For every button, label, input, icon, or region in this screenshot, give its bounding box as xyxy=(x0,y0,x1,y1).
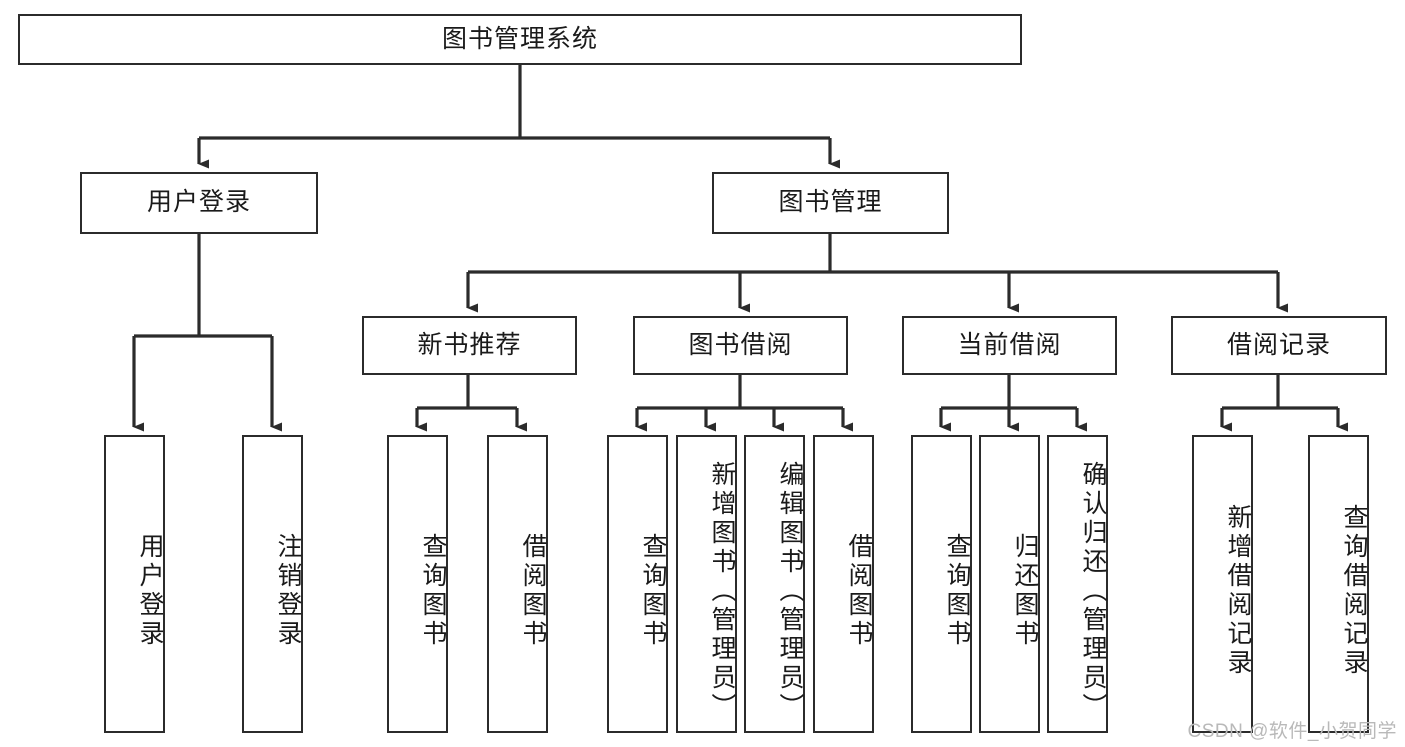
node-leaf-borrow-book-2[interactable]: 借阅图书 xyxy=(813,435,874,733)
node-user-login[interactable]: 用户登录 xyxy=(80,172,318,234)
node-leaf-add-record[interactable]: 新增借阅记录 xyxy=(1192,435,1253,733)
node-leaf-query-book-1[interactable]: 查询图书 xyxy=(387,435,448,733)
node-leaf-return-book[interactable]: 归还图书 xyxy=(979,435,1040,733)
node-leaf-edit-book[interactable]: 编辑图书（管理员） xyxy=(744,435,805,733)
node-leaf-borrow-book-1[interactable]: 借阅图书 xyxy=(487,435,548,733)
node-leaf-query-record[interactable]: 查询借阅记录 xyxy=(1308,435,1369,733)
node-book-borrow[interactable]: 图书借阅 xyxy=(633,316,848,375)
node-borrow-record[interactable]: 借阅记录 xyxy=(1171,316,1387,375)
node-leaf-confirm-return[interactable]: 确认归还（管理员） xyxy=(1047,435,1108,733)
csdn-watermark: CSDN @软件_小贺同学 xyxy=(1187,721,1397,742)
node-leaf-user-login[interactable]: 用户登录 xyxy=(104,435,165,733)
node-new-book-recommend[interactable]: 新书推荐 xyxy=(362,316,577,375)
node-leaf-query-book-2[interactable]: 查询图书 xyxy=(607,435,668,733)
node-current-borrow[interactable]: 当前借阅 xyxy=(902,316,1117,375)
node-leaf-query-book-3[interactable]: 查询图书 xyxy=(911,435,972,733)
node-root-system[interactable]: 图书管理系统 xyxy=(18,14,1022,65)
node-leaf-user-logout[interactable]: 注销登录 xyxy=(242,435,303,733)
node-book-management[interactable]: 图书管理 xyxy=(712,172,949,234)
node-leaf-add-book[interactable]: 新增图书（管理员） xyxy=(676,435,737,733)
